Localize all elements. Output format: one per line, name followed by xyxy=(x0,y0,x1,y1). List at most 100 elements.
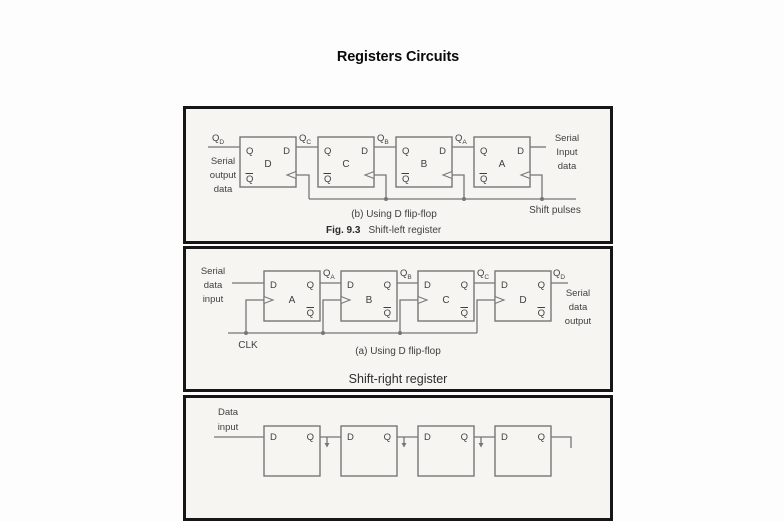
label-line: Serial xyxy=(555,133,579,144)
signal-label-qc: QC xyxy=(477,268,489,281)
flipflop-letter: B xyxy=(421,159,428,170)
label-line: data xyxy=(569,302,588,313)
figure-panel-shift-right: D Q A Q D Q B Q D Q C Q D Q D Q QA QB QC… xyxy=(183,246,613,392)
signal-main: Q xyxy=(377,133,384,144)
q-output-label: Q xyxy=(480,146,487,157)
flipflop-c: Q D C Q xyxy=(317,136,375,188)
down-arrow-icon xyxy=(401,443,407,448)
label-line: input xyxy=(218,422,239,433)
label-line: Data xyxy=(218,407,239,418)
q-output-label: Q xyxy=(384,432,391,443)
signal-label-qc: QC xyxy=(299,133,311,146)
flipflop-a: Q D A Q xyxy=(473,136,531,188)
clock-wire xyxy=(399,299,418,333)
caption: (b) Using D flip-flop xyxy=(351,209,437,220)
label-line: Serial xyxy=(201,266,225,277)
serial-data-input-label: Serial data input xyxy=(201,266,225,305)
q-output-label: Q xyxy=(402,146,409,157)
junction-dot xyxy=(540,197,544,201)
flipflop-a: D Q A Q xyxy=(263,270,321,322)
shift-pulses-label: Shift pulses xyxy=(529,205,581,216)
fig-number: Fig. 9.3 xyxy=(326,225,361,236)
flipflop-letter: C xyxy=(342,159,349,170)
signal-main: Q xyxy=(299,133,306,144)
qbar-output-label: Q xyxy=(402,174,409,185)
flipflop-b: D Q B Q xyxy=(340,270,398,322)
panel-title: Shift-right register xyxy=(349,372,448,386)
signal-sub: B xyxy=(384,139,388,146)
qbar-output-label: Q xyxy=(384,308,391,319)
clock-triangle-icon xyxy=(519,170,531,180)
flipflop-letter: C xyxy=(442,295,449,306)
figure-panel-shift-left: Q D D Q Q D C Q Q D B Q Q D A Q QD QC QB… xyxy=(183,106,613,244)
d-input-label: D xyxy=(424,280,431,291)
label-line: Input xyxy=(556,147,577,158)
signal-sub: B xyxy=(407,274,411,281)
signal-label-qd: QD xyxy=(212,133,224,146)
flipflop-b: Q D B Q xyxy=(395,136,453,188)
flipflop-box xyxy=(473,136,531,188)
junction-dot xyxy=(462,197,466,201)
d-input-label: D xyxy=(361,146,368,157)
flipflop-box xyxy=(395,136,453,188)
flipflop-4: D Q xyxy=(494,425,552,477)
signal-label-qa: QA xyxy=(455,133,467,146)
q-output-label: Q xyxy=(246,146,253,157)
q-output-label: Q xyxy=(384,280,391,291)
clock-wire xyxy=(245,299,264,333)
serial-input-label: Serial Input data xyxy=(555,133,579,172)
junction-dot xyxy=(244,331,248,335)
signal-main: Q xyxy=(455,133,462,144)
wire xyxy=(551,436,572,448)
signal-sub: A xyxy=(330,274,335,281)
label-line: output xyxy=(210,170,237,181)
flipflop-2: D Q xyxy=(340,425,398,477)
down-arrow-icon xyxy=(478,443,484,448)
signal-sub: D xyxy=(219,139,224,146)
qbar-output-label: Q xyxy=(324,174,331,185)
clock-wire xyxy=(374,174,387,199)
clock-triangle-icon xyxy=(363,170,375,180)
flipflop-3: D Q xyxy=(417,425,475,477)
signal-sub: C xyxy=(484,274,489,281)
q-output-label: Q xyxy=(538,432,545,443)
d-input-label: D xyxy=(424,432,431,443)
clock-triangle-icon xyxy=(285,170,297,180)
flipflop-d: Q D D Q xyxy=(239,136,297,188)
q-output-label: Q xyxy=(461,280,468,291)
signal-sub: A xyxy=(462,139,467,146)
qbar-output-label: Q xyxy=(480,174,487,185)
flipflop-c: D Q C Q xyxy=(417,270,475,322)
caption: (a) Using D flip-flop xyxy=(355,346,441,357)
signal-label-qd: QD xyxy=(553,268,565,281)
signal-main: Q xyxy=(212,133,219,144)
flipflop-letter: A xyxy=(499,159,506,170)
wires xyxy=(214,436,572,448)
signal-main: Q xyxy=(323,268,330,279)
label-line: data xyxy=(558,161,577,172)
wires xyxy=(228,282,568,335)
d-input-label: D xyxy=(270,432,277,443)
clock-wire xyxy=(452,174,465,199)
flipflop-letter: A xyxy=(289,295,296,306)
page-title: Registers Circuits xyxy=(336,49,460,65)
qbar-output-label: Q xyxy=(538,308,545,319)
junction-dot xyxy=(384,197,388,201)
d-input-label: D xyxy=(283,146,290,157)
clk-label: CLK xyxy=(238,340,258,351)
junction-dot xyxy=(321,331,325,335)
fig-title: Shift-left register xyxy=(368,225,441,236)
flipflop-1: D Q xyxy=(263,425,321,477)
q-output-label: Q xyxy=(307,432,314,443)
serial-data-output-label: Serial data output xyxy=(565,288,592,327)
clock-triangle-icon xyxy=(417,295,429,305)
signal-label-qb: QB xyxy=(377,133,389,146)
d-input-label: D xyxy=(270,280,277,291)
clock-triangle-icon xyxy=(263,295,275,305)
serial-output-label: Serial output data xyxy=(210,156,237,195)
flipflop-letter: B xyxy=(366,295,373,306)
clock-triangle-icon xyxy=(340,295,352,305)
q-output-label: Q xyxy=(538,280,545,291)
label-line: data xyxy=(214,184,233,195)
d-input-label: D xyxy=(501,432,508,443)
